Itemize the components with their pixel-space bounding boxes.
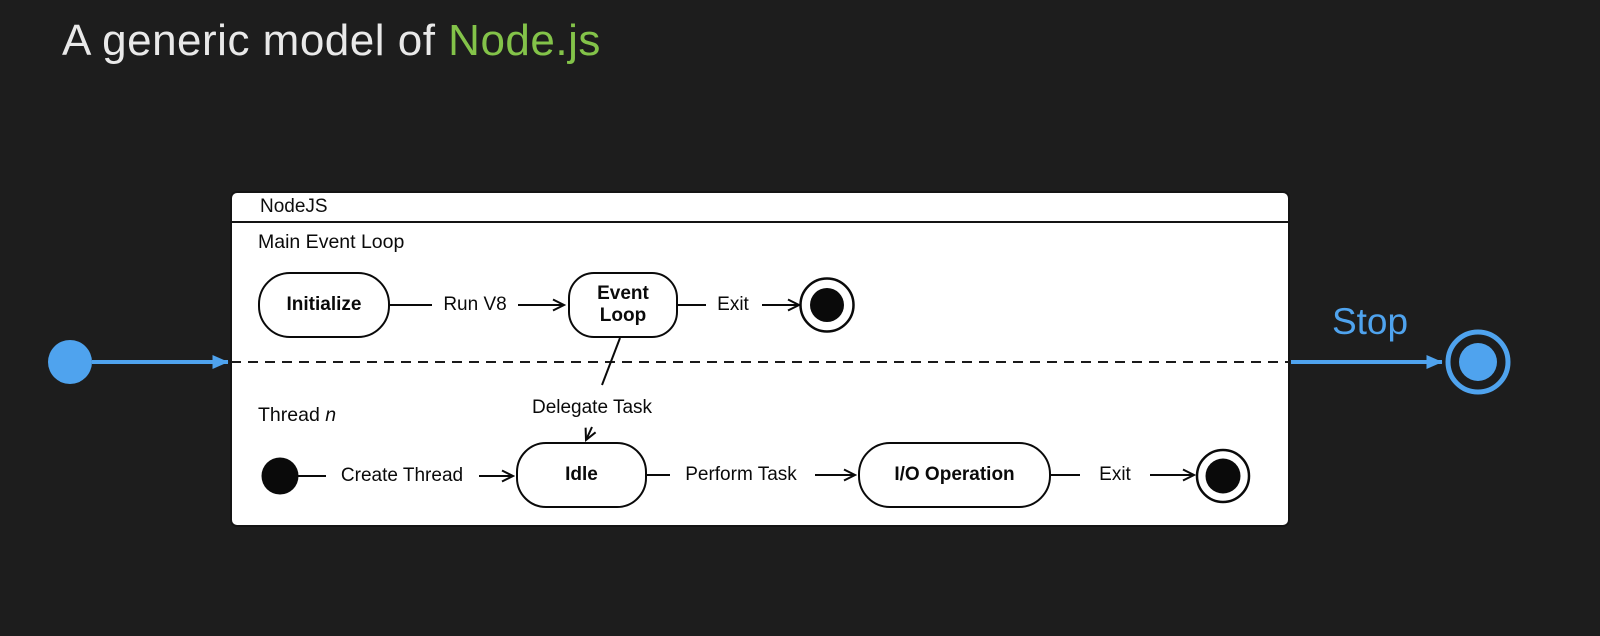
nodejs-container-header: NodeJS bbox=[232, 193, 1288, 223]
state-event-loop: Event Loop bbox=[568, 272, 678, 338]
transition-label-exit-top: Exit bbox=[717, 294, 749, 315]
page-title: A generic model of Node.js bbox=[62, 16, 601, 66]
state-idle-label: Idle bbox=[565, 463, 598, 485]
final-node-top-core bbox=[810, 288, 844, 322]
start-node bbox=[48, 340, 92, 384]
nodejs-container-label: NodeJS bbox=[260, 196, 328, 217]
nodejs-container: NodeJS bbox=[230, 191, 1290, 527]
thread-label-variable: n bbox=[325, 404, 337, 426]
state-initialize: Initialize bbox=[258, 272, 390, 338]
state-initialize-label: Initialize bbox=[286, 293, 362, 315]
lane-label-main-event-loop: Main Event Loop bbox=[258, 231, 405, 253]
final-node-bottom-core bbox=[1205, 458, 1241, 494]
transition-label-delegate-task: Delegate Task bbox=[531, 397, 653, 418]
stop-node-core bbox=[1459, 343, 1497, 381]
title-highlight-nodejs: Node.js bbox=[448, 16, 601, 65]
lane-label-thread-n: Thread n bbox=[258, 404, 336, 427]
thread-label-text: Thread bbox=[258, 404, 326, 426]
transition-label-stop: Stop bbox=[1331, 301, 1409, 342]
state-idle: Idle bbox=[516, 442, 647, 508]
title-text: A generic model of bbox=[62, 16, 449, 65]
state-event-loop-label: Event Loop bbox=[597, 282, 649, 326]
transition-label-perform-task: Perform Task bbox=[685, 464, 797, 485]
edge-delegate-arrow bbox=[586, 426, 592, 440]
state-io-operation-label: I/O Operation bbox=[894, 463, 1015, 485]
stop-node-ring bbox=[1445, 329, 1511, 395]
state-io-operation: I/O Operation bbox=[858, 442, 1051, 508]
transition-label-exit-bottom: Exit bbox=[1099, 464, 1131, 485]
edge-delegate-upper bbox=[601, 337, 621, 386]
transition-label-run-v8: Run V8 bbox=[443, 294, 507, 315]
transition-label-create-thread: Create Thread bbox=[340, 465, 464, 486]
initial-node-thread bbox=[261, 457, 299, 495]
